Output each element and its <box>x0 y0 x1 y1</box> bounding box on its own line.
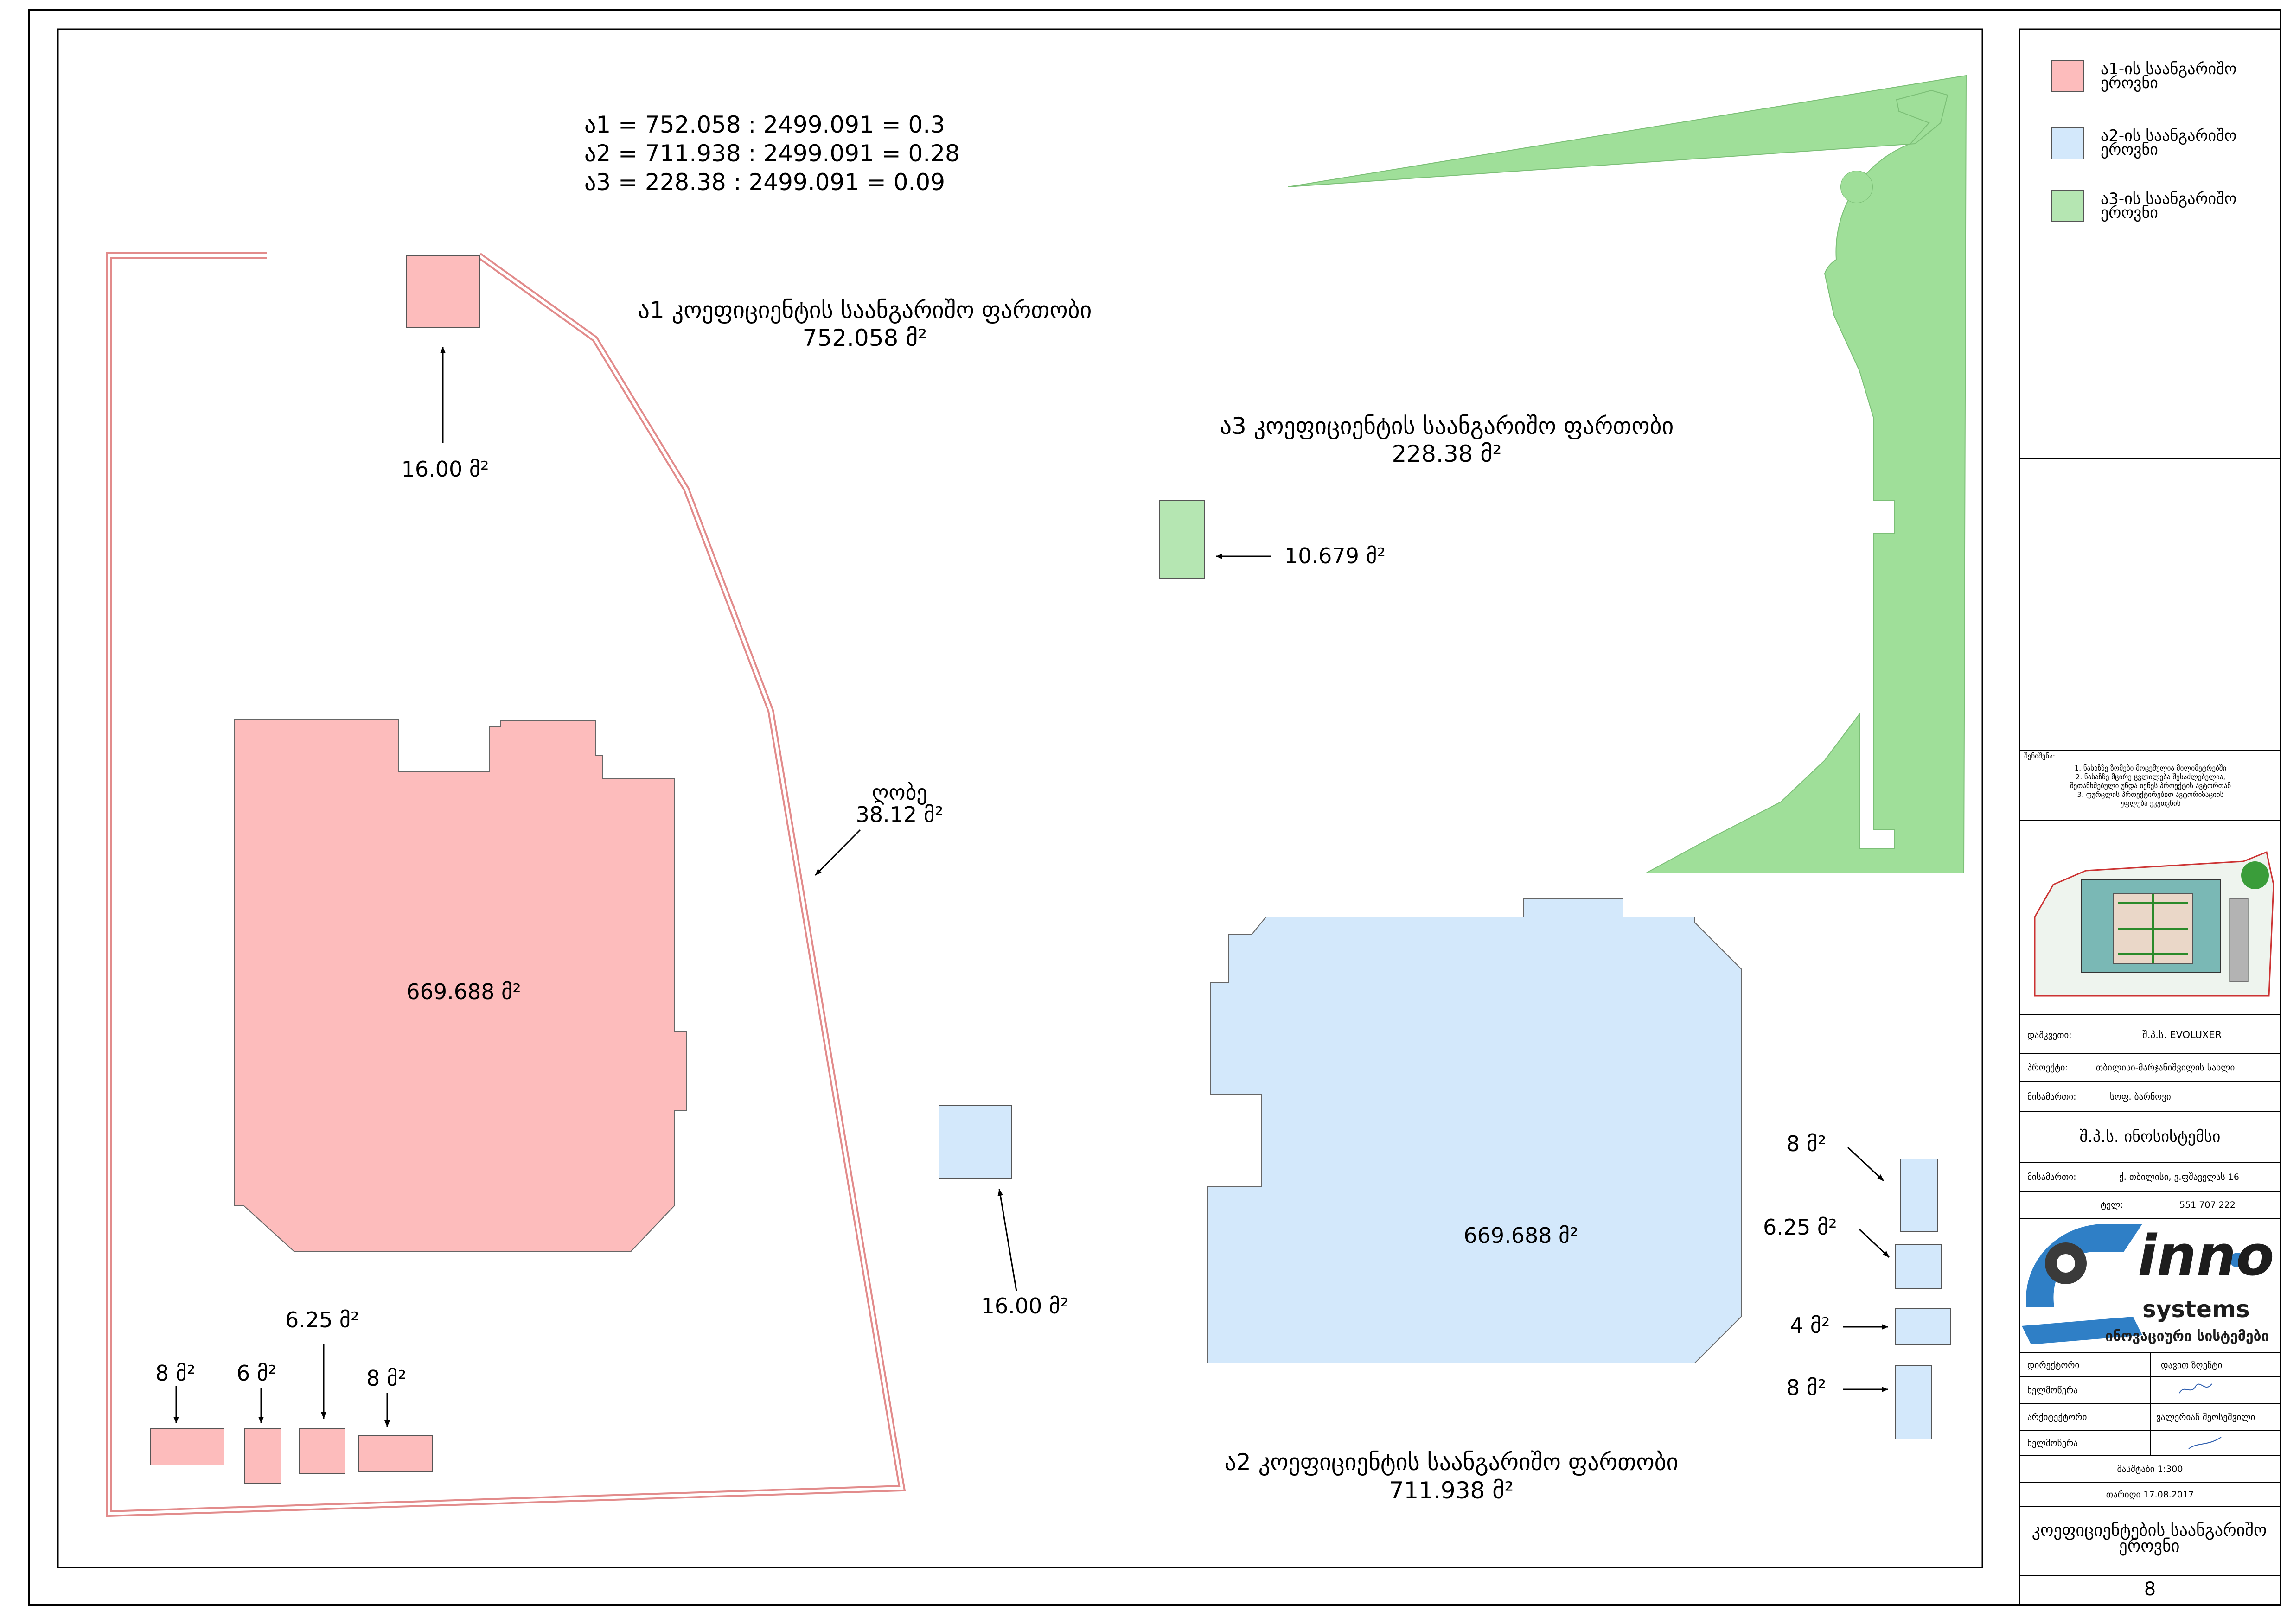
legend-swatch-k3 <box>2051 190 2084 222</box>
signature1-label: ხელმოწერა <box>2027 1385 2078 1395</box>
zone-k2-title: ა2 კოეფიციენტის საანგარიშო ფართობი <box>1224 1449 1679 1476</box>
blue-mid-square-area: 16.00 მ² <box>981 1293 1069 1318</box>
logo-inno-text: inno <box>2138 1224 2274 1288</box>
blue-small-3-area: 4 მ² <box>1790 1313 1830 1338</box>
pink-small-rect-3 <box>299 1428 345 1474</box>
company-address-value: ქ. თბილისი, ვ.ფშაველას 16 <box>2119 1172 2239 1182</box>
address-label: მისამართი: <box>2027 1092 2076 1102</box>
fence-label: ღობე <box>872 780 927 805</box>
arrow-blue-small-1 <box>1847 1146 1885 1182</box>
architect-value: ვალერიან შეოსეშვილი <box>2156 1412 2255 1422</box>
company-logo <box>2022 1224 2245 1344</box>
logo-systems-text: systems <box>2142 1296 2250 1323</box>
notes-title: შენიშვნა: <box>2024 752 2055 760</box>
drawing-frame <box>57 28 1983 1568</box>
company-address-label: მისამართი: <box>2027 1172 2076 1182</box>
client-value: შ.პ.ს. EVOLUXER <box>2142 1029 2222 1040</box>
sheet-number: 8 <box>2144 1579 2156 1600</box>
legend-swatch-k2 <box>2051 127 2084 159</box>
project-label: პროექტი: <box>2027 1063 2068 1073</box>
notes-line-4: 3. ფურცლის პროექტირებით ავტორიზაციის <box>2077 790 2224 799</box>
legend-label-k3: ა3-ის საანგარიშო ეროვნი <box>2101 190 2237 222</box>
pink-small-rect-1 <box>150 1428 224 1465</box>
title-block-frame <box>2019 28 2281 1606</box>
blue-small-rect-3 <box>1895 1308 1951 1345</box>
blue-building <box>1207 898 1742 1363</box>
blue-small-2-area: 6.25 მ² <box>1763 1215 1837 1240</box>
zone-k3-title: ა3 კოეფიციენტის საანგარიშო ფართობი <box>1220 413 1674 439</box>
director-label: დირექტორი <box>2027 1360 2080 1370</box>
project-value: თბილისი-მარჯანიშვილის სახლი <box>2096 1063 2235 1073</box>
green-area <box>1288 75 1967 873</box>
legend-label-k2: ა2-ის საანგარიშო ეროვნი <box>2101 127 2237 159</box>
client-label: დამკვეთი: <box>2027 1030 2072 1040</box>
fence-outline-inner <box>108 254 904 1516</box>
scale-text: მასშტაბი 1:300 <box>2117 1464 2183 1474</box>
green-area-circle <box>1841 171 1872 203</box>
director-value: დავით ზღენტი <box>2161 1360 2223 1370</box>
architect-label: არქიტექტორი <box>2027 1412 2087 1422</box>
zone-k1-title: ა1 კოეფიციენტის საანგარიშო ფართობი <box>638 297 1092 324</box>
green-small-rect <box>1159 500 1205 579</box>
blue-small-rect-4 <box>1895 1365 1932 1439</box>
pink-top-square <box>406 255 480 328</box>
pink-building <box>234 719 687 1252</box>
logo-dot-icon <box>2230 1253 2245 1267</box>
arrow-blue-small-2 <box>1858 1228 1890 1258</box>
notes-line-2: 2. ნახაზზე მცირე ცვლილება შესაძლებელია, <box>2075 773 2226 781</box>
fence-area: 38.12 მ² <box>856 802 944 827</box>
formula-k1: ა1 = 752.058 : 2499.091 = 0.3 <box>584 111 945 138</box>
phone-label: ტელ: <box>2101 1200 2123 1210</box>
zone-k2-area: 711.938 მ² <box>1389 1477 1514 1504</box>
formula-k2: ა2 = 711.938 : 2499.091 = 0.28 <box>584 140 960 167</box>
blue-small-1-area: 8 მ² <box>1786 1131 1827 1156</box>
pink-top-square-area: 16.00 მ² <box>401 457 489 482</box>
green-rect-area: 10.679 მ² <box>1284 543 1386 568</box>
notes-line-1: 1. ნახაზზე ზომები მოცემულია მილიმეტრებში <box>2074 764 2227 772</box>
arrow-fence <box>814 829 861 876</box>
pink-building-area: 669.688 მ² <box>406 979 521 1004</box>
site-plan-thumbnail <box>2025 843 2278 1004</box>
formula-k3: ა3 = 228.38 : 2499.091 = 0.09 <box>584 169 945 196</box>
signature-mark-2 <box>2188 1437 2222 1449</box>
pink-small-1-area: 8 მ² <box>155 1361 196 1386</box>
notes-line-3: შეთანხმებული უნდა იქნეს პროექტის ავტორთა… <box>2070 782 2231 790</box>
arrow-blue-mid-square <box>997 1189 1017 1292</box>
logo-subtitle: ინოვაციური სისტემები <box>2105 1328 2269 1344</box>
signature-mark-1 <box>2179 1383 2212 1394</box>
blue-small-4-area: 8 მ² <box>1786 1375 1827 1400</box>
blue-small-rect-2 <box>1895 1244 1942 1289</box>
pink-small-3-area: 6.25 მ² <box>285 1307 359 1332</box>
blue-mid-square <box>939 1105 1012 1179</box>
pink-small-2-area: 6 მ² <box>236 1361 277 1386</box>
sheet-title: კოეფიციენტების საანგარიშო ეროვნი <box>2031 1521 2267 1556</box>
date-text: თარიღი 17.08.2017 <box>2106 1490 2194 1500</box>
address-value: სოფ. ბარნოვი <box>2110 1092 2171 1102</box>
notes-line-5: უფლება ეკუთვნის <box>2120 799 2181 808</box>
legend-label-k1: ა1-ის საანგარიშო ეროვნი <box>2101 60 2237 92</box>
signature2-label: ხელმოწერა <box>2027 1438 2078 1448</box>
pink-small-rect-2 <box>244 1428 281 1484</box>
pink-small-4-area: 8 მ² <box>366 1366 407 1391</box>
zone-k1-area: 752.058 მ² <box>802 325 927 351</box>
blue-small-rect-1 <box>1900 1159 1938 1232</box>
pink-small-rect-4 <box>358 1435 433 1472</box>
company-name: შ.პ.ს. ინოსისტემსი <box>2079 1127 2221 1146</box>
legend-swatch-k1 <box>2051 60 2084 92</box>
blue-building-area: 669.688 მ² <box>1463 1223 1578 1248</box>
zone-k3-area: 228.38 მ² <box>1392 440 1502 467</box>
phone-value: 551 707 222 <box>2179 1200 2236 1210</box>
